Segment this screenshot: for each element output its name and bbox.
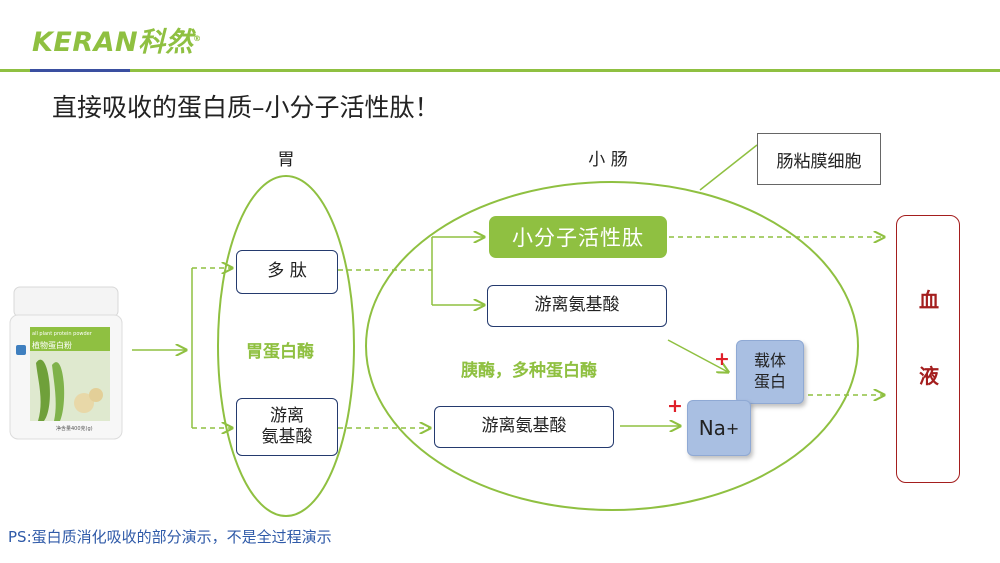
header-divider-accent — [30, 69, 130, 72]
sodium-ion-box: Na+ — [687, 400, 751, 456]
sodium-charge: + — [725, 418, 740, 438]
header-divider — [0, 69, 1000, 72]
stomach-ellipse — [217, 175, 355, 517]
jar-illustration — [9, 286, 123, 440]
blood-char-2: 液 — [919, 364, 939, 388]
plus-sign-carrier: + — [714, 348, 730, 370]
brand-logo-text: KERAN科然 — [32, 27, 194, 58]
mucosa-cell-box: 肠粘膜细胞 — [757, 133, 881, 185]
brand-logo: KERAN科然® — [32, 20, 202, 59]
stomach-amino-box: 游离 氨基酸 — [236, 398, 338, 456]
intestine-amino-upper-box: 游离氨基酸 — [487, 285, 667, 327]
slide-title: 直接吸收的蛋白质–小分子活性肽！ — [52, 93, 440, 122]
registered-mark: ® — [193, 34, 202, 43]
blood-char-1: 血 — [919, 288, 939, 312]
jar-net-weight: 净含量400克(g) — [56, 426, 93, 432]
blood-box: 血 液 — [896, 215, 960, 483]
jar-name-cn: 植物蛋白粉 — [32, 341, 72, 350]
stomach-peptide-box: 多 肽 — [236, 250, 338, 294]
stomach-label: 胃 — [277, 150, 295, 170]
intestine-ellipse — [365, 181, 859, 511]
plus-sign-sodium: + — [667, 395, 683, 417]
carrier-protein-box: 载体 蛋白 — [736, 340, 804, 404]
footnote: PS:蛋白质消化吸收的部分演示，不是全过程演示 — [8, 528, 332, 546]
sodium-text: Na — [698, 416, 726, 440]
mucosa-pointer-line — [699, 144, 758, 191]
stomach-enzyme-label: 胃蛋白酶 — [246, 342, 314, 362]
small-peptide-box: 小分子活性肽 — [489, 216, 667, 258]
protein-powder-jar: all plant protein powder 植物蛋白粉 净含量400克(g… — [8, 285, 124, 443]
intestine-label: 小 肠 — [588, 150, 628, 170]
arrow-amino-to-carrier — [667, 339, 728, 372]
jar-name-en: all plant protein powder — [32, 331, 92, 337]
intestine-enzymes-label: 胰酶，多种蛋白酶 — [461, 361, 597, 381]
intestine-amino-lower-box: 游离氨基酸 — [434, 406, 614, 448]
